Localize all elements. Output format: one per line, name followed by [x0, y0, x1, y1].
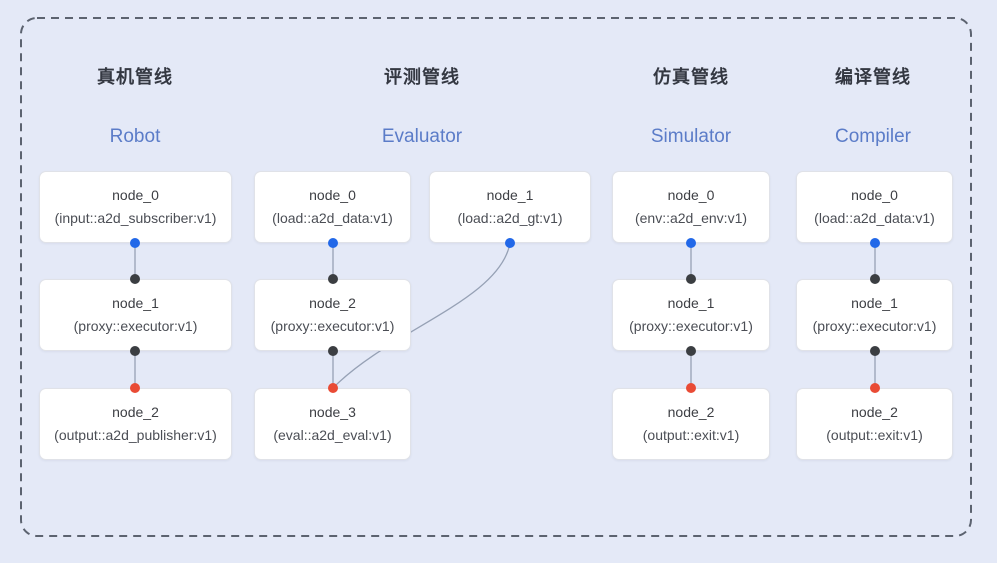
- evaluator-node-3-label: node_3: [309, 404, 356, 420]
- robot-node-1-sublabel: (proxy::executor:v1): [73, 318, 198, 334]
- simulator-node-0-box: node_0(env::a2d_env:v1): [612, 171, 770, 243]
- robot-node-2-box: node_2(output::a2d_publisher:v1): [39, 388, 232, 460]
- compiler-node-0-sublabel: (load::a2d_data:v1): [814, 210, 935, 226]
- compiler-port-dot-blue: [870, 238, 880, 248]
- robot-node-1-label: node_1: [112, 295, 159, 311]
- robot-pipeline-subtitle: Robot: [109, 126, 161, 147]
- compiler-port-dot-black: [870, 346, 880, 356]
- simulator-node-1-label: node_1: [667, 295, 715, 311]
- robot-node-0-box: node_0(input::a2d_subscriber:v1): [39, 171, 232, 243]
- compiler-node-0-label: node_0: [851, 187, 898, 203]
- compiler-node-2-label: node_2: [851, 404, 898, 420]
- evaluator-node-2-box: node_2(proxy::executor:v1): [254, 279, 411, 351]
- robot-pipeline-title: 真机管线: [97, 67, 173, 87]
- simulator-node-2-sublabel: (output::exit:v1): [642, 427, 740, 443]
- evaluator-node-3-box: node_3(eval::a2d_eval:v1): [254, 388, 411, 460]
- compiler-port-dot-black: [870, 274, 880, 284]
- simulator-port-dot-black: [686, 274, 696, 284]
- evaluator-port-dot-blue: [505, 238, 515, 248]
- evaluator-node-2-sublabel: (proxy::executor:v1): [270, 318, 395, 334]
- evaluator-node-2-label: node_2: [309, 295, 356, 311]
- evaluator-port-dot-black: [328, 346, 338, 356]
- evaluator-pipeline-subtitle: Evaluator: [381, 126, 463, 147]
- evaluator-node-3-sublabel: (eval::a2d_eval:v1): [273, 427, 392, 443]
- compiler-pipeline-title: 编译管线: [835, 67, 911, 87]
- robot-node-2-label: node_2: [112, 404, 159, 420]
- compiler-node-2-sublabel: (output::exit:v1): [826, 427, 923, 443]
- evaluator-node-1-box: node_1(load::a2d_gt:v1): [429, 171, 591, 243]
- simulator-node-1-box: node_1(proxy::executor:v1): [612, 279, 770, 351]
- evaluator-node-0-sublabel: (load::a2d_data:v1): [272, 210, 393, 226]
- robot-port-dot-black: [130, 346, 140, 356]
- simulator-node-0-label: node_0: [667, 187, 715, 203]
- simulator-node-2-label: node_2: [667, 404, 715, 420]
- robot-node-1-box: node_1(proxy::executor:v1): [39, 279, 232, 351]
- evaluator-port-dot-red: [328, 383, 338, 393]
- evaluator-pipeline-title: 评测管线: [384, 67, 460, 87]
- evaluator-port-dot-blue: [328, 238, 338, 248]
- robot-node-0-sublabel: (input::a2d_subscriber:v1): [54, 210, 217, 226]
- robot-node-2-sublabel: (output::a2d_publisher:v1): [54, 427, 217, 443]
- robot-port-dot-red: [130, 383, 140, 393]
- compiler-pipeline-subtitle: Compiler: [834, 126, 912, 147]
- compiler-node-0-box: node_0(load::a2d_data:v1): [796, 171, 953, 243]
- simulator-node-2-box: node_2(output::exit:v1): [612, 388, 770, 460]
- simulator-node-1-sublabel: (proxy::executor:v1): [629, 318, 753, 334]
- simulator-port-dot-blue: [686, 238, 696, 248]
- simulator-pipeline-subtitle: Simulator: [650, 126, 732, 147]
- compiler-node-1-box: node_1(proxy::executor:v1): [796, 279, 953, 351]
- evaluator-node-0-label: node_0: [309, 187, 356, 203]
- compiler-node-1-label: node_1: [851, 295, 898, 311]
- evaluator-node-1-sublabel: (load::a2d_gt:v1): [457, 210, 563, 226]
- robot-port-dot-blue: [130, 238, 140, 248]
- simulator-port-dot-red: [686, 383, 696, 393]
- evaluator-node-0-box: node_0(load::a2d_data:v1): [254, 171, 411, 243]
- compiler-node-2-box: node_2(output::exit:v1): [796, 388, 953, 460]
- compiler-node-1-sublabel: (proxy::executor:v1): [812, 318, 937, 334]
- evaluator-port-dot-black: [328, 274, 338, 284]
- simulator-pipeline-title: 仿真管线: [653, 67, 729, 87]
- robot-port-dot-black: [130, 274, 140, 284]
- simulator-node-0-sublabel: (env::a2d_env:v1): [634, 210, 748, 226]
- evaluator-node-1-label: node_1: [486, 187, 534, 203]
- robot-node-0-label: node_0: [112, 187, 159, 203]
- simulator-port-dot-black: [686, 346, 696, 356]
- compiler-port-dot-red: [870, 383, 880, 393]
